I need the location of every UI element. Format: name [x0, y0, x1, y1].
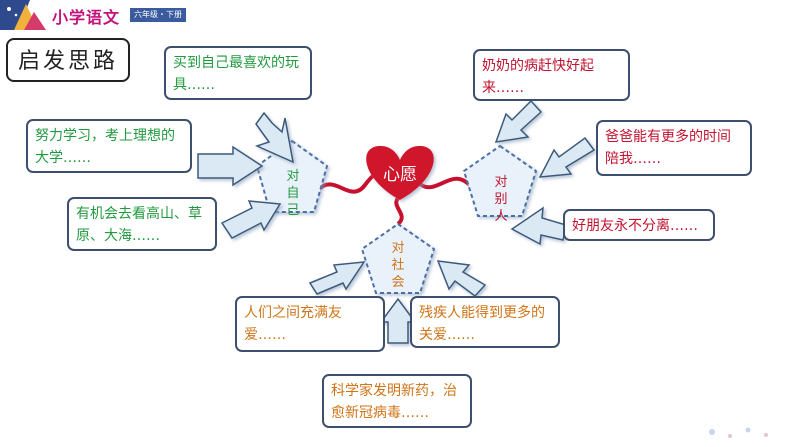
heart-icon — [366, 145, 434, 200]
arrow-toys-to-self — [254, 111, 294, 164]
arrow-travel-to-self — [220, 200, 282, 239]
arrow-friend-to-others — [510, 206, 567, 246]
wish-box-toys: 买到自己最喜欢的玩具…… — [164, 46, 312, 100]
category-self-char-1: 对 — [286, 169, 299, 184]
wish-box-scientist: 科学家发明新药，治愈新冠病毒…… — [322, 374, 472, 428]
wish-box-disabled: 残疾人能得到更多的关爱…… — [410, 296, 560, 348]
wish-box-grandma: 奶奶的病赶快好起来…… — [473, 49, 630, 101]
arrow-disabled-to-society — [436, 260, 487, 298]
category-pentagon-society — [360, 222, 436, 294]
category-others-char-2: 别 — [494, 192, 507, 207]
wish-box-love: 人们之间充满友爱…… — [235, 296, 385, 352]
wish-box-travel: 有机会去看高山、草原、大海…… — [67, 197, 217, 251]
category-society-char-1: 对 — [391, 241, 404, 256]
wish-box-dad: 爸爸能有更多的时间陪我…… — [596, 120, 752, 176]
arrow-dad-to-others — [538, 136, 596, 178]
category-others-char-3: 人 — [494, 209, 507, 224]
center-label: 心愿 — [383, 165, 417, 185]
category-society-char-2: 社 — [391, 257, 404, 273]
corner-decoration-icon — [709, 427, 768, 438]
header-grade-badge: 六年级・下册 — [130, 8, 186, 22]
section-title: 启发思路 — [6, 38, 130, 82]
wish-box-friend: 好朋友永不分离…… — [563, 209, 715, 241]
header-logo-icon — [0, 0, 52, 30]
arrow-grandma-to-others — [494, 99, 543, 143]
category-self-char-2: 自 — [286, 186, 299, 201]
category-self-char-3: 己 — [286, 203, 299, 218]
category-pentagon-others — [462, 144, 538, 217]
category-society-char-3: 会 — [391, 275, 404, 290]
arrow-study-to-self — [197, 145, 264, 187]
ribbon-bottom — [394, 194, 404, 226]
header-title: 小学语文 — [52, 8, 121, 27]
category-others-char-1: 对 — [494, 175, 507, 190]
arrow-scientist-to-society — [379, 297, 417, 344]
arrow-love-to-society — [308, 261, 366, 295]
category-pentagon-self — [255, 139, 329, 213]
wish-box-study: 努力学习，考上理想的大学…… — [26, 119, 192, 173]
